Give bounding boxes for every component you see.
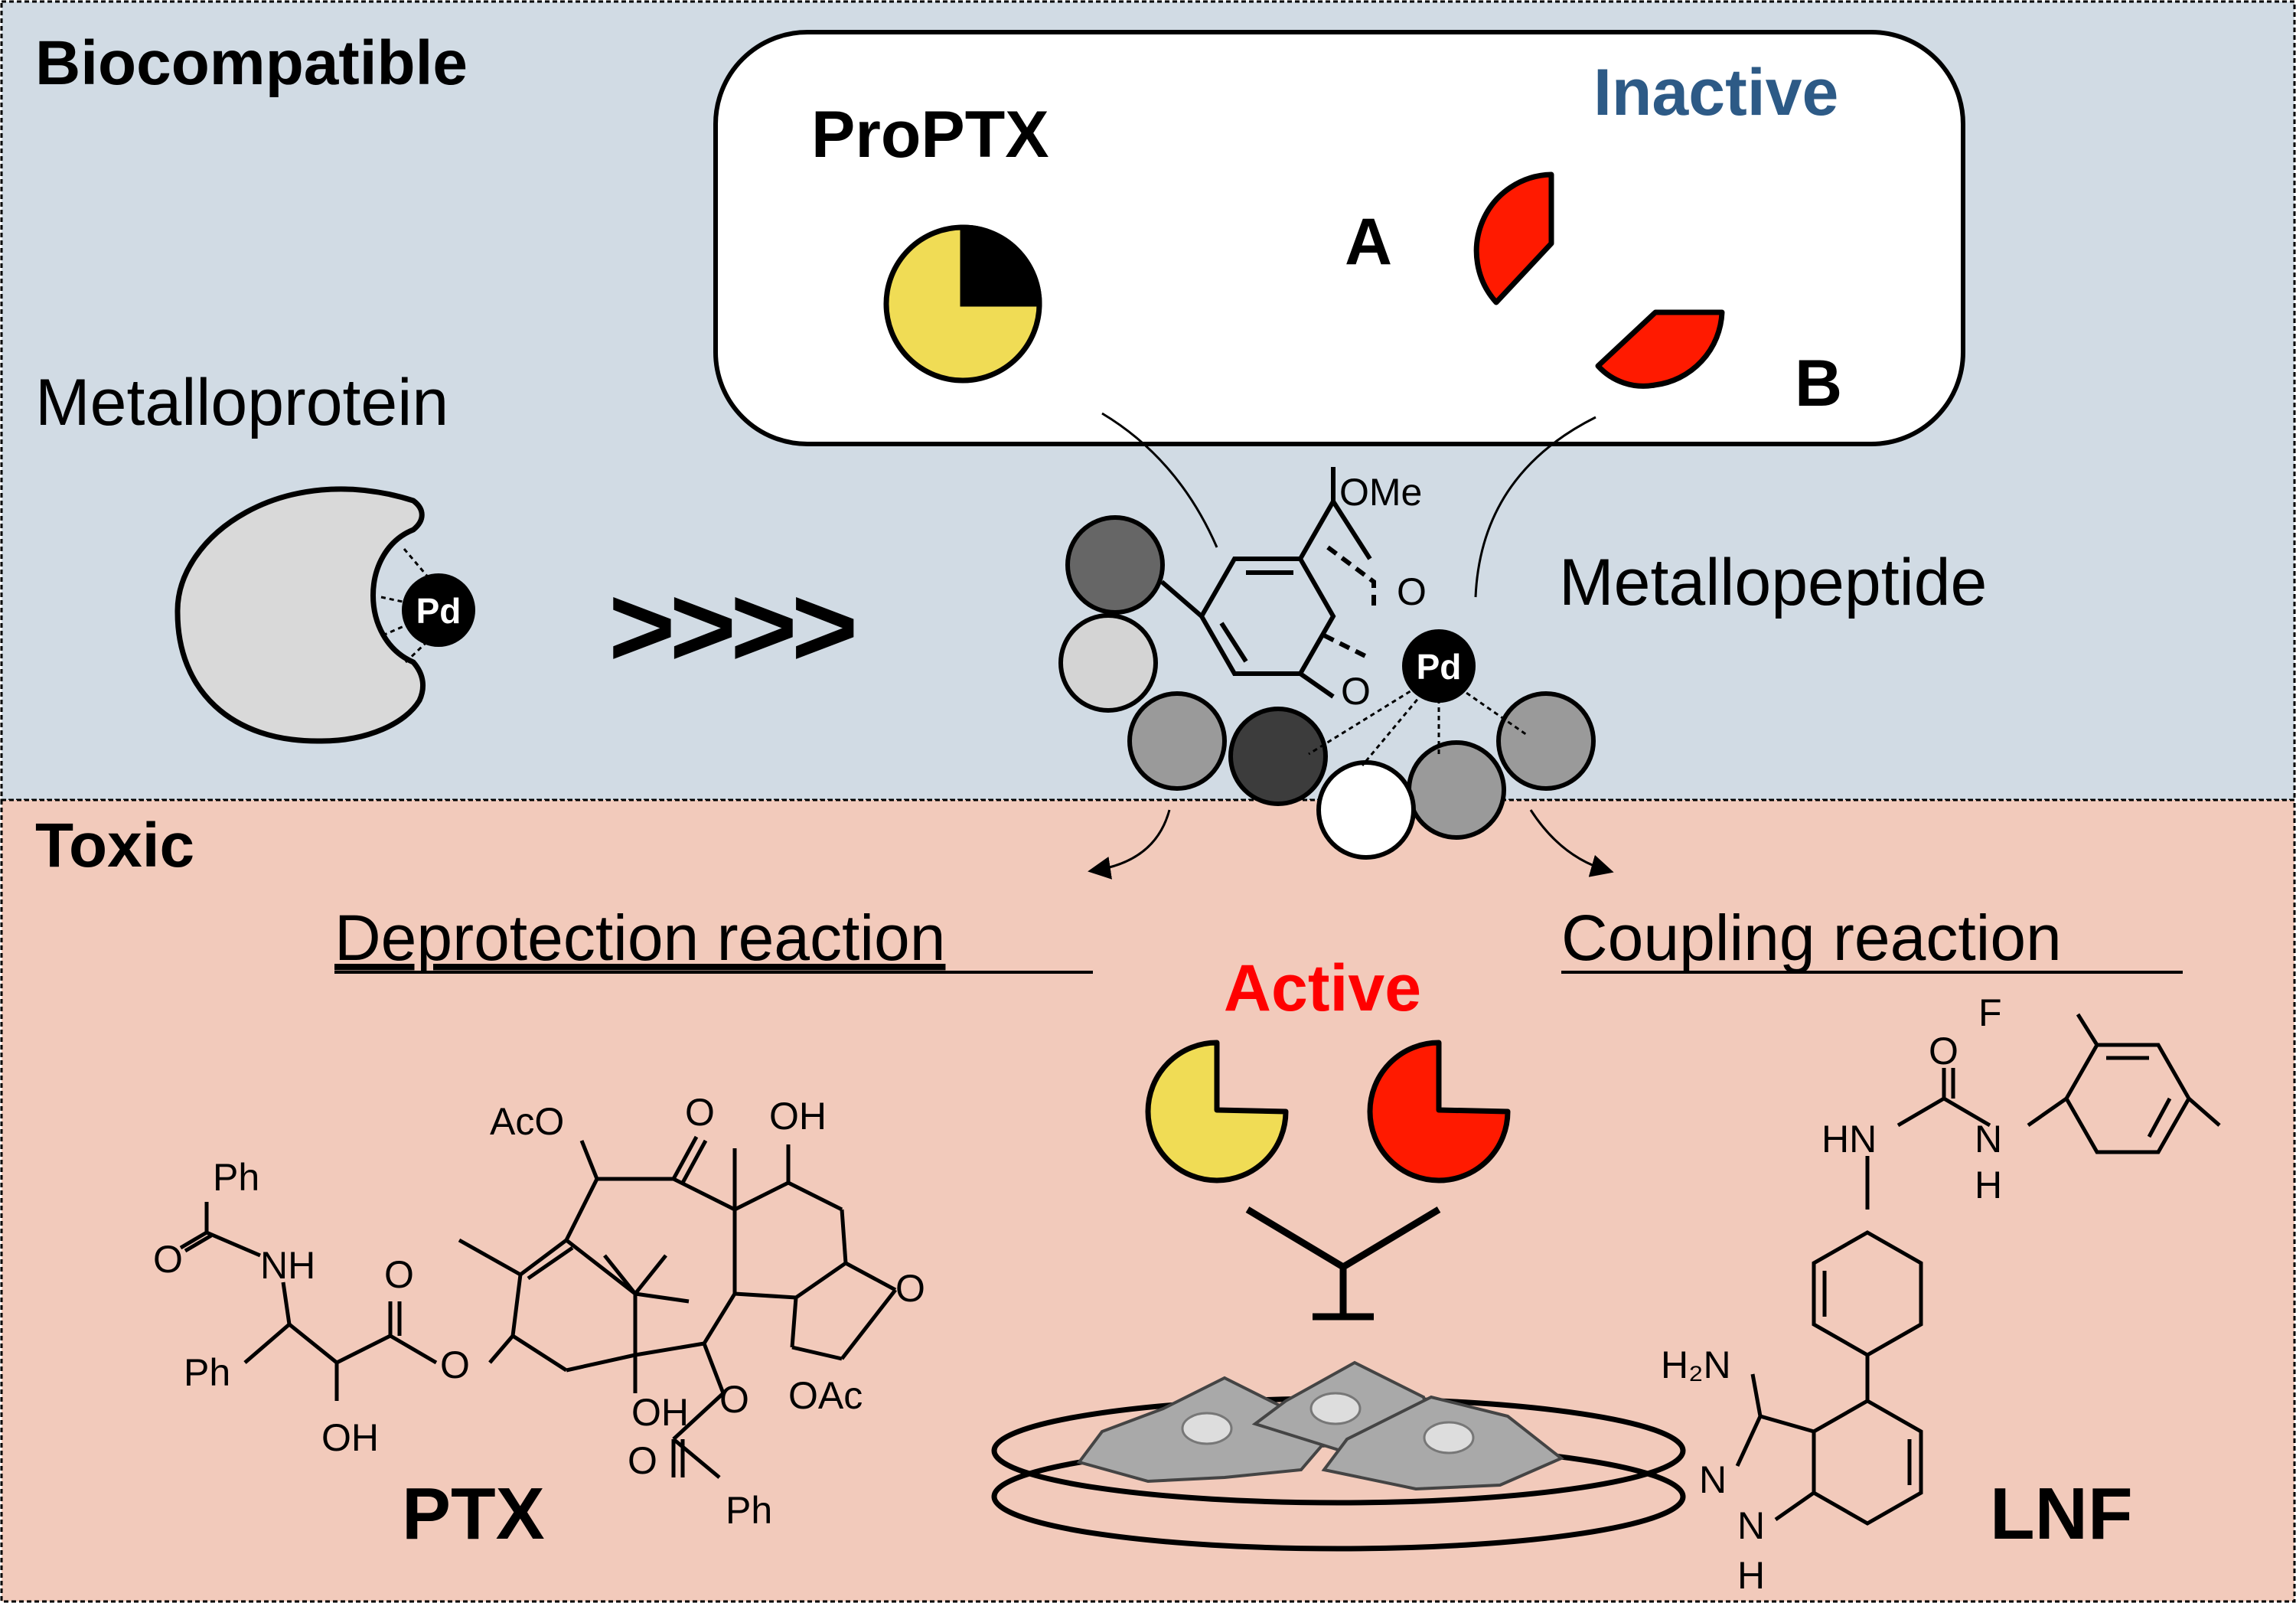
arrow-to-deprotection: [1088, 809, 1171, 880]
svg-text:O: O: [153, 1238, 183, 1281]
coupling-label: Coupling reaction: [1561, 902, 2062, 974]
toxic-label: Toxic: [35, 811, 194, 880]
proptx-pie-icon: [883, 224, 1042, 384]
svg-text:NH: NH: [260, 1244, 315, 1287]
svg-text:O: O: [628, 1439, 657, 1482]
lnf-atoms: F O HN N H H₂N N N H: [1661, 991, 2002, 1597]
metalloprotein-pd-label: Pd: [416, 591, 461, 631]
fragment-a-icon: [1473, 171, 1554, 305]
svg-text:H₂N: H₂N: [1661, 1343, 1731, 1386]
biocompatible-label: Biocompatible: [35, 28, 468, 98]
svg-text:N: N: [1975, 1118, 2002, 1161]
metallopeptide-pd-circle: [1402, 629, 1476, 703]
ptx-name: PTX: [402, 1473, 545, 1555]
svg-text:N: N: [1699, 1458, 1727, 1501]
svg-text:N: N: [1737, 1504, 1765, 1547]
metallopeptide-ome: OMe: [1339, 471, 1422, 514]
ptx-structure: [179, 1135, 897, 1479]
svg-text:H: H: [1737, 1554, 1765, 1597]
connector-left: [1101, 412, 1218, 548]
svg-text:O: O: [1929, 1030, 1958, 1072]
svg-text:Ph: Ph: [213, 1156, 259, 1199]
metallopeptide-ligand: [1160, 467, 1376, 699]
connector-right: [1474, 416, 1596, 598]
svg-text:OAc: OAc: [788, 1374, 863, 1417]
svg-text:Ph: Ph: [726, 1489, 772, 1532]
fragment-b-icon: [1595, 309, 1725, 389]
metalloprotein-label: Metalloprotein: [35, 366, 448, 439]
active-label: Active: [1224, 952, 1421, 1025]
active-yellow-icon: [1145, 1040, 1289, 1183]
svg-text:AcO: AcO: [490, 1100, 564, 1143]
svg-text:HN: HN: [1821, 1118, 1877, 1161]
svg-text:O: O: [895, 1267, 925, 1310]
metallopeptide-pd-label: Pd: [1417, 647, 1462, 687]
metallopeptide-o-bottom: O: [1341, 670, 1371, 713]
svg-text:OH: OH: [769, 1095, 827, 1138]
inactive-label: Inactive: [1593, 56, 1838, 129]
lnf-name: LNF: [1990, 1473, 2133, 1555]
peptide-beads: [1058, 515, 1596, 860]
svg-text:O: O: [685, 1091, 715, 1134]
arrow-to-coupling: [1529, 809, 1614, 877]
svg-text:O: O: [440, 1343, 470, 1386]
lnf-structure: [1735, 1013, 2221, 1526]
svg-text:O: O: [384, 1253, 414, 1296]
deprotection-label: Deprotection reaction: [334, 902, 945, 974]
svg-text:OH: OH: [321, 1416, 379, 1459]
ptx-atoms: Ph O NH Ph OH O O AcO O OH O OH O O OAc …: [153, 1091, 925, 1532]
petri-dish-icon: [991, 1360, 1686, 1552]
proptx-label: ProPTX: [811, 98, 1049, 171]
metallopeptide-o-top: O: [1397, 570, 1427, 613]
metalloprotein-pd-circle: [402, 573, 475, 647]
svg-text:H: H: [1975, 1164, 2002, 1206]
svg-text:Ph: Ph: [184, 1351, 230, 1394]
svg-text:O: O: [719, 1378, 749, 1421]
metallopeptide-label: Metallopeptide: [1559, 546, 1987, 619]
active-red-icon: [1367, 1040, 1511, 1183]
metalloprotein-shape: [174, 486, 426, 744]
svg-text:OH: OH: [631, 1391, 689, 1434]
fragment-a-label: A: [1345, 205, 1392, 279]
svg-text:F: F: [1978, 991, 2002, 1034]
transition-arrows: >>>>: [608, 562, 854, 690]
fragment-b-label: B: [1795, 347, 1842, 420]
inhibition-symbol: [1245, 1206, 1441, 1321]
